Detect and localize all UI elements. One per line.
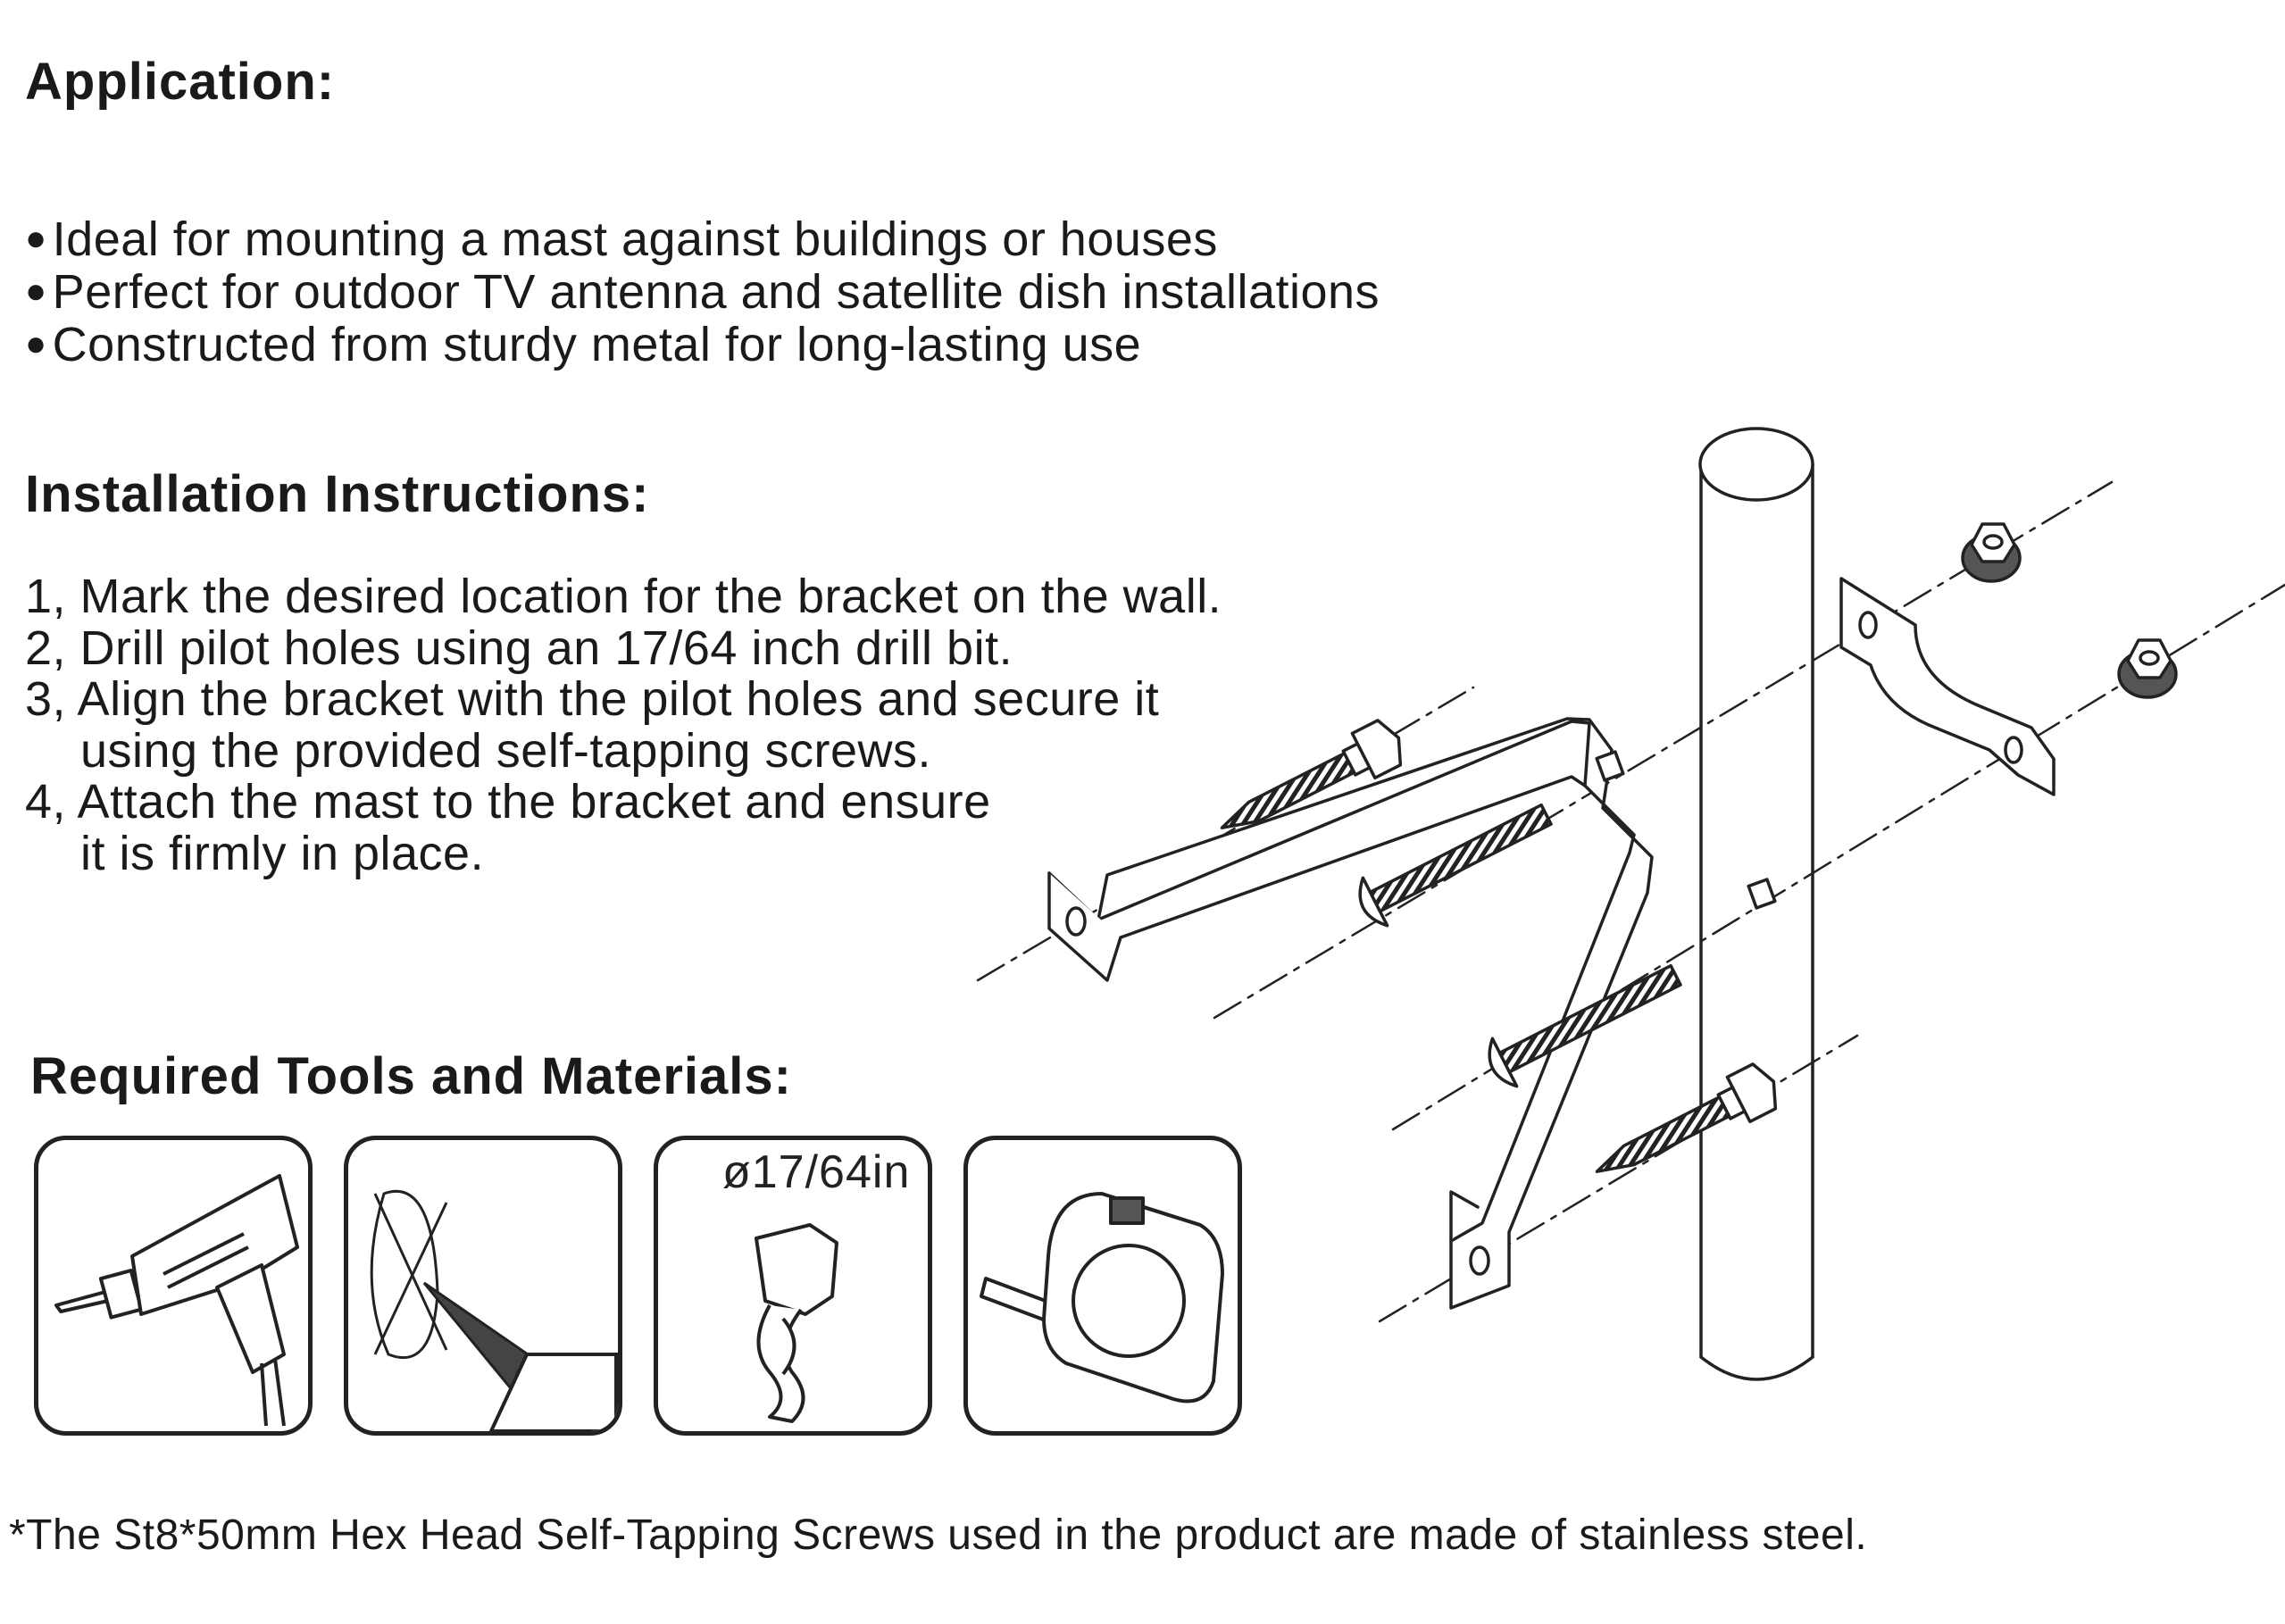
flange-nut [2117, 638, 2178, 699]
drill-bit-icon [755, 1223, 838, 1423]
tool-card-drill-bit: ø17/64in [654, 1136, 932, 1436]
footnote: *The St8*50mm Hex Head Self-Tapping Scre… [9, 1512, 1868, 1559]
list-item: 1, Mark the desired location for the bra… [25, 570, 1222, 623]
list-item: Ideal for mounting a mast against buildi… [25, 212, 1380, 265]
list-item: using the provided self-tapping screws. [80, 723, 932, 778]
u-clamp [1839, 577, 2056, 796]
flange-nut [1961, 522, 2022, 583]
self-tapping-screw [1220, 719, 1403, 829]
drill-bit-size-label: ø17/64in [722, 1146, 911, 1198]
application-heading: Application: [25, 53, 336, 111]
list-item: 3, Align the bracket with the pilot hole… [25, 672, 1160, 726]
list-item: 2, Drill pilot holes using an 17/64 inch… [25, 620, 1013, 675]
carriage-bolt [1358, 803, 1553, 928]
pencil-mark-icon [370, 1189, 618, 1431]
installation-steps: 1, Mark the desired location for the bra… [25, 570, 1222, 880]
installation-heading: Installation Instructions: [25, 465, 650, 523]
power-drill-icon [54, 1174, 299, 1427]
tape-measure-icon [980, 1192, 1224, 1403]
list-item: Constructed from sturdy metal for long-l… [25, 318, 1380, 371]
list-item: it is firmly in place. [80, 826, 485, 880]
tool-card-pencil [344, 1136, 622, 1436]
list-item: Perfect for outdoor TV antenna and satel… [25, 265, 1380, 318]
tool-card-drill [34, 1136, 313, 1436]
list-item: 4, Attach the mast to the bracket and en… [25, 775, 991, 829]
tools-heading: Required Tools and Materials: [30, 1047, 792, 1105]
mast-pipe [1698, 427, 1814, 1381]
tool-card-tape-measure [963, 1136, 1242, 1436]
application-list: Ideal for mounting a mast against buildi… [25, 212, 1380, 371]
carriage-bolt [1488, 963, 1682, 1088]
self-tapping-screw [1595, 1062, 1778, 1173]
